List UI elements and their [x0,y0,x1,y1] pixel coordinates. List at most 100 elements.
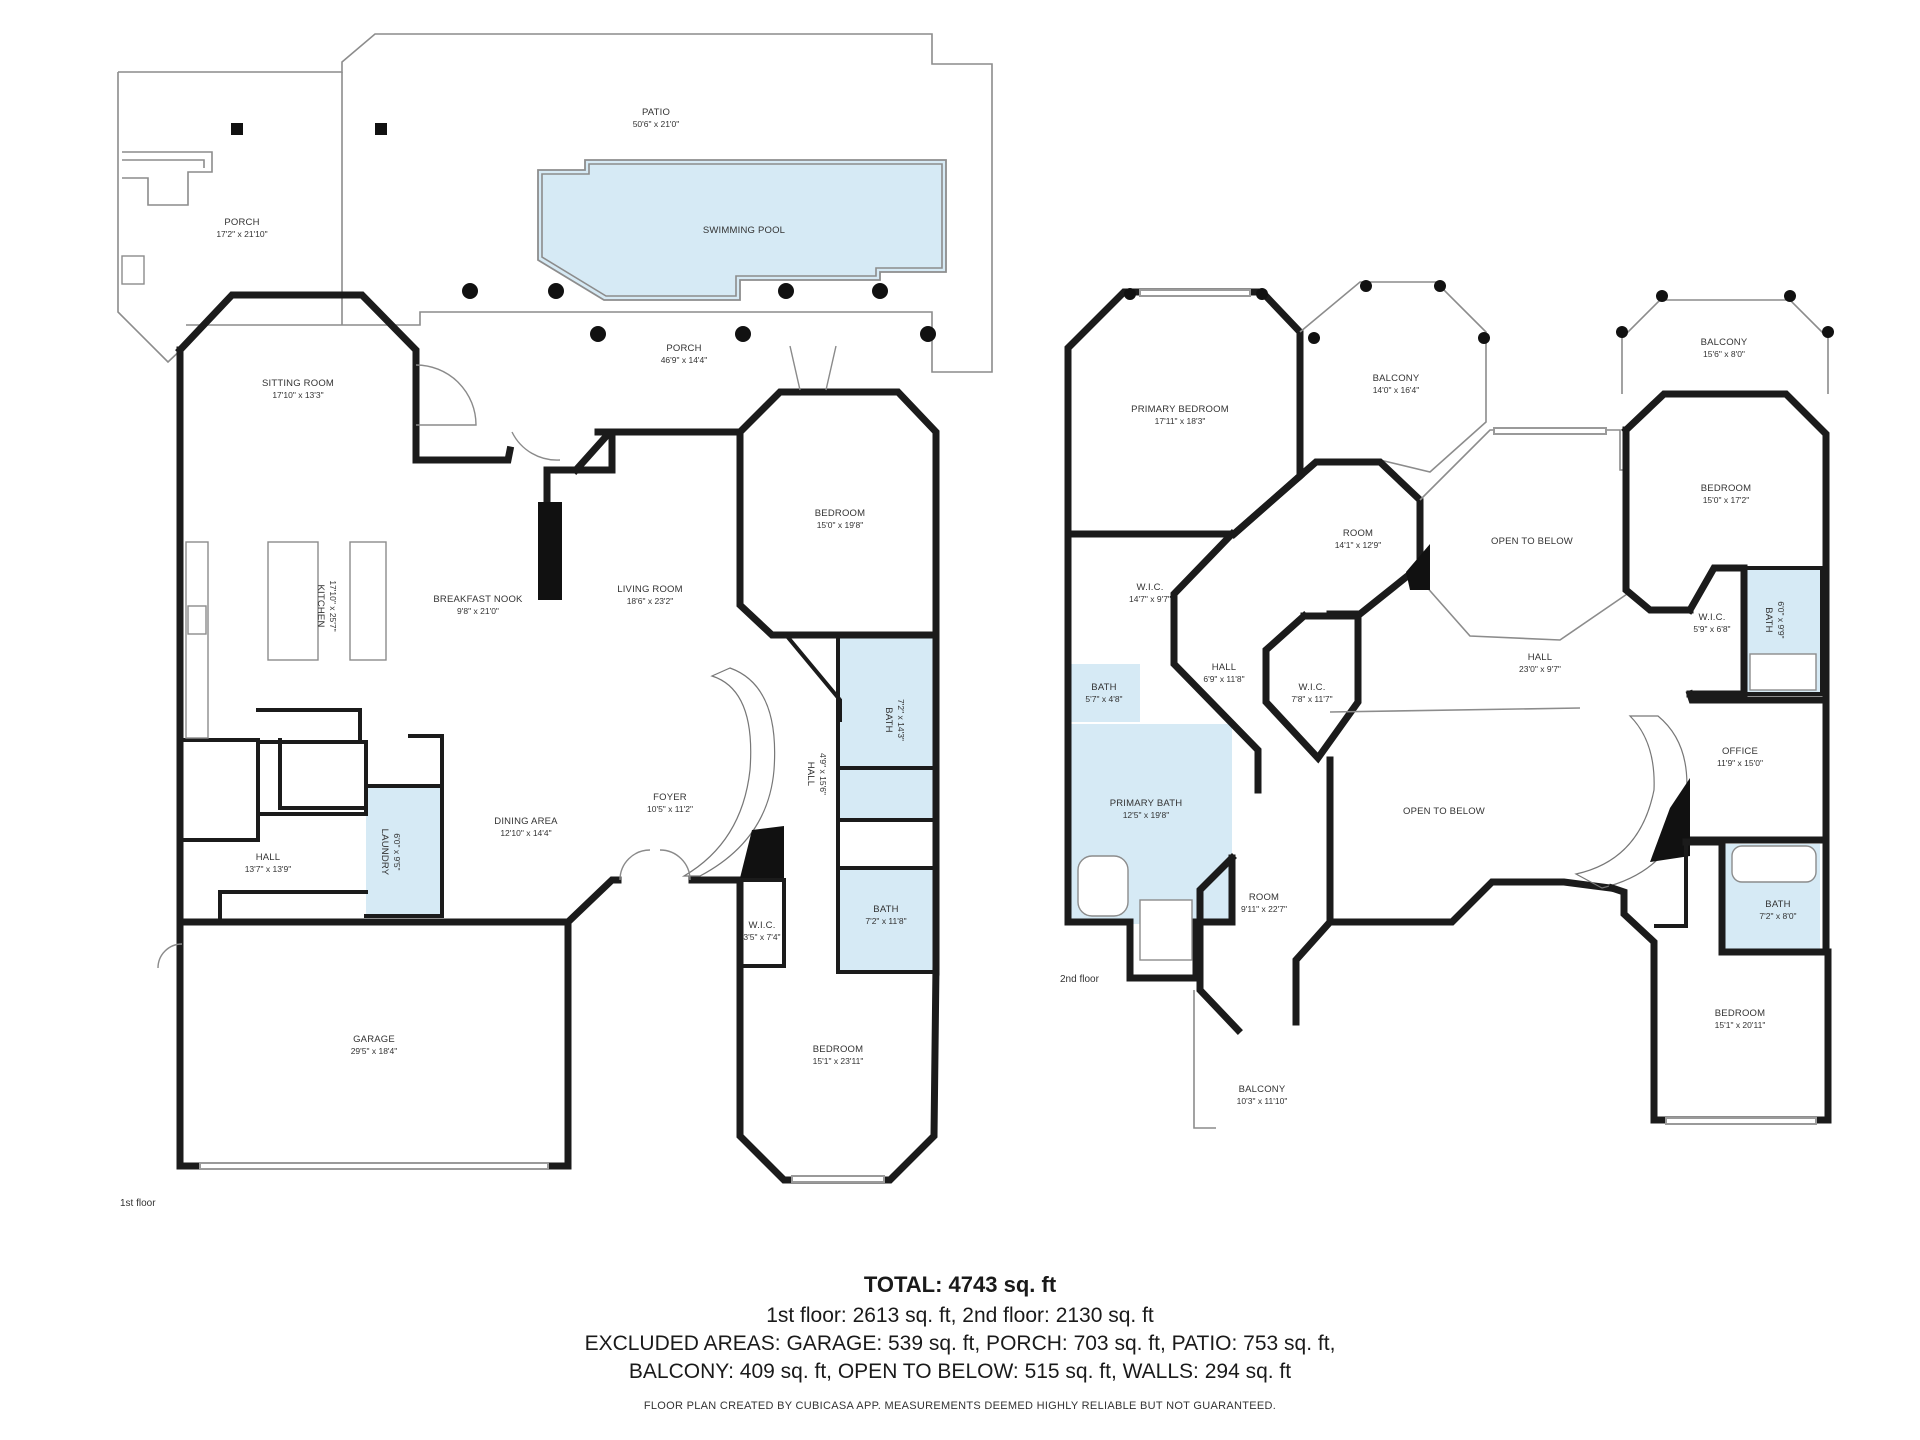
window [791,1175,885,1183]
column [1784,290,1796,302]
room-name: PORCH [666,343,701,354]
balcony-1-outline [1299,281,1487,473]
floor-plan: PATIO 50'6" x 21'0" PORCH 17'2" x 21'10"… [117,33,1834,1209]
garage-wall [176,918,572,1170]
room-name: PRIMARY BEDROOM [1131,404,1229,415]
room-dims: 14'7" x 9'7" [1129,594,1171,604]
column [590,326,606,342]
bath-4-area [1068,664,1140,722]
porch-steps-inner [122,159,205,168]
room-dims: 7'8" x 11'7" [1291,694,1332,704]
floor-areas: 1st floor: 2613 sq. ft, 2nd floor: 2130 … [766,1304,1154,1327]
kitchen-island [349,541,387,661]
room-dims: 14'1" x 12'9" [1335,540,1382,550]
pantry-walls [278,738,368,810]
central-staircase [1574,715,1688,889]
column [1360,280,1372,292]
swimming-pool [537,159,947,301]
column [872,283,888,299]
room-name: ROOM [1343,528,1373,539]
kitchen-island [267,541,319,661]
garage-door [199,1162,549,1170]
hall2-bottom [218,890,368,924]
room-name: OFFICE [1722,746,1758,757]
room-name: ROOM [1249,892,1279,903]
door-swing [157,943,183,969]
room-dims: 46'9" x 14'4" [661,355,708,365]
window [1139,289,1251,297]
excluded-areas-cont: BALCONY: 409 sq. ft, OPEN TO BELOW: 515 … [628,1360,1292,1383]
room-name: HALL [1212,662,1237,673]
room-name: BALCONY [1373,373,1420,384]
bath-block [782,631,940,976]
room-name: BEDROOM [815,508,866,519]
shower-icon [1749,653,1817,691]
room-name: W.I.C. [748,920,775,931]
room-dims: 7'2" x 8'0" [1759,911,1796,921]
room-dims: 5'7" x 4'8" [1085,694,1122,704]
room-dims: 15'0" x 19'8" [817,520,864,530]
room-name: BREAKFAST NOOK [433,594,523,605]
bath-2-area [838,868,934,972]
column [920,326,936,342]
stove-icon [187,605,207,635]
patio-outline [118,33,993,373]
pool-inner [541,163,943,297]
column [1308,332,1320,344]
door-swing [619,849,691,881]
room2-right [1292,756,1334,1026]
grill-icon [121,255,145,285]
floor-label: 1st floor [120,1198,156,1209]
foyer-wall [563,876,622,927]
room-name: PORCH [224,217,259,228]
room-dims: 17'11" x 18'3" [1155,416,1206,426]
column [778,283,794,299]
room-name: GARAGE [353,1034,395,1045]
room-dims: 15'0" x 17'2" [1703,495,1750,505]
room-dims: 18'6" x 23'2" [627,596,674,606]
area-summary: TOTAL: 4743 sq. ft 1st floor: 2613 sq. f… [0,1272,1920,1412]
room-name: PATIO [642,107,670,118]
column [462,283,478,299]
kitchen-block [178,738,368,816]
bedroom3-outer [1621,390,1830,704]
open-to-below-2-edge [1329,707,1581,713]
office-walls [1685,689,1830,844]
room-dims: 3'5" x 7'4" [743,932,780,942]
room-dims: 9'8" x 21'0" [457,606,499,616]
house-wall-living-top [571,428,616,475]
room-dims: 17'2" x 21'10" [216,229,267,239]
bedroom4-walls [1607,883,1832,1124]
open2-bottom [1326,878,1614,926]
room-name: BEDROOM [813,1044,864,1055]
column [1478,332,1490,344]
room-dims: 6'0" x 9'5" [392,833,402,870]
laundry-top [408,734,444,788]
total-area: TOTAL: 4743 sq. ft [863,1272,1057,1297]
bathtub-icon [1077,855,1129,917]
window [1493,427,1607,435]
window [1665,1117,1817,1125]
fireplace-icon [538,502,562,600]
room-dims: 10'3" x 11'10" [1237,1096,1288,1106]
room-name: BATH [883,707,894,732]
room-name: W.I.C. [1298,682,1325,693]
hall3-walls [1170,529,1262,794]
bathtub-icon [1731,845,1817,883]
laundry-area [366,786,442,916]
foyer-staircase [681,667,776,877]
room-name: LAUNDRY [379,829,390,876]
wic3-walls [1262,611,1362,764]
door-swing [789,345,837,391]
column [1434,280,1446,292]
closet-walls [1654,840,1688,928]
laundry-walls [364,784,444,918]
porch-outline [117,72,187,364]
balcony-3-outline [1193,990,1216,1129]
house-wall-west [175,291,515,464]
hall-wall [783,632,842,722]
room-dims: 15'1" x 23'11" [813,1056,864,1066]
primary-bath-walls [1064,854,1236,982]
room-dims: 15'6" x 8'0" [1703,349,1745,359]
room-name: SWIMMING POOL [703,225,785,236]
